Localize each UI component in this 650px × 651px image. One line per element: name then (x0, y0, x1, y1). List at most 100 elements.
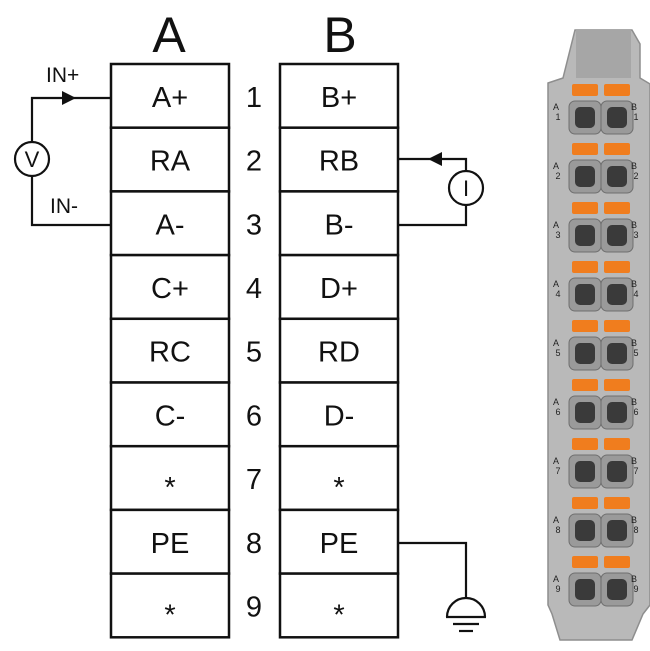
current-arrow-icon (62, 91, 76, 105)
b-terminal-7: * (278, 444, 400, 512)
connector-side-label: B (631, 338, 637, 348)
ground-connection (398, 541, 487, 633)
b-terminal-2: RB (278, 126, 400, 193)
terminal-number: 2 (246, 146, 262, 178)
push-lever-icon (604, 261, 630, 273)
wire-entry-hole (607, 107, 627, 128)
connector-side-label: B (631, 102, 637, 112)
push-lever-icon (604, 438, 630, 450)
b-terminal-label: D- (324, 400, 355, 432)
a-terminal-label: A- (156, 209, 185, 241)
connector-side-label: B (631, 279, 637, 289)
connector-side-label: A (553, 220, 559, 230)
connector-side-label: 3 (633, 230, 638, 240)
connector-side-label: B (631, 397, 637, 407)
a-terminal-label: A+ (152, 82, 188, 114)
connector-side-label: 8 (633, 525, 638, 535)
b-terminal-9: * (278, 572, 400, 639)
a-terminal-7: * (109, 444, 231, 512)
connector-side-label: 4 (633, 289, 638, 299)
a-terminal-8: PE (109, 508, 231, 575)
connector-side-label: A (553, 574, 559, 584)
connector-side-label: 7 (633, 466, 638, 476)
a-terminal-2: RA (109, 126, 231, 193)
terminal-number: 3 (246, 209, 262, 241)
push-lever-icon (572, 379, 598, 391)
b-terminal-label: * (333, 472, 344, 504)
terminal-number: 8 (246, 528, 262, 560)
push-lever-icon (604, 379, 630, 391)
push-lever-icon (604, 143, 630, 155)
connector-top-tab (576, 30, 631, 78)
voltmeter-circuit: V IN+ IN- (13, 64, 111, 227)
b-terminal-label: * (333, 599, 344, 631)
connector-side-label: B (631, 161, 637, 171)
push-lever-icon (572, 497, 598, 509)
current-source-symbol: I (463, 176, 469, 201)
b-terminal-label: D+ (320, 273, 358, 305)
push-lever-icon (572, 438, 598, 450)
push-lever-icon (604, 556, 630, 568)
wire-entry-hole (607, 579, 627, 600)
connector-side-label: 9 (555, 584, 560, 594)
a-terminal-label: PE (151, 528, 190, 560)
connector-side-label: B (631, 220, 637, 230)
a-terminal-6: C- (109, 381, 231, 448)
push-lever-icon (572, 143, 598, 155)
push-lever-icon (572, 556, 598, 568)
a-terminal-9: * (109, 572, 231, 639)
voltmeter-icon (13, 140, 51, 178)
b-terminal-label: PE (320, 528, 359, 560)
in-plus-label: IN+ (46, 64, 79, 87)
voltmeter-symbol: V (25, 147, 40, 172)
wire-entry-hole (575, 579, 595, 600)
wire-entry-hole (607, 225, 627, 246)
b-terminal-3: B- (278, 190, 400, 257)
wire-entry-hole (575, 461, 595, 482)
push-lever-icon (604, 320, 630, 332)
a-terminal-label: * (164, 472, 175, 504)
current-source-icon (447, 169, 485, 207)
a-terminal-label: RA (150, 146, 191, 178)
push-lever-icon (604, 202, 630, 214)
terminal-number: 6 (246, 400, 262, 432)
terminal-number: 9 (246, 591, 262, 623)
terminal-number: 1 (246, 82, 262, 114)
connector-side-label: A (553, 515, 559, 525)
terminal-number: 4 (246, 273, 262, 305)
connector-side-label: A (553, 279, 559, 289)
connector-side-label: 1 (633, 112, 638, 122)
push-lever-icon (604, 84, 630, 96)
a-terminal-3: A- (109, 190, 231, 257)
connector-side-label: A (553, 102, 559, 112)
b-terminal-6: D- (278, 381, 400, 448)
connector-side-label: A (553, 456, 559, 466)
wire-entry-hole (607, 520, 627, 541)
b-terminal-4: D+ (278, 253, 400, 321)
a-terminal-label: * (164, 599, 175, 631)
a-terminal-1: A+ (109, 62, 231, 129)
wire-entry-hole (575, 225, 595, 246)
wire-entry-hole (607, 402, 627, 423)
connector-side-label: A (553, 338, 559, 348)
earth-ground-icon (445, 596, 487, 633)
wire-entry-hole (607, 343, 627, 364)
wire-entry-hole (607, 284, 627, 305)
connector-side-label: B (631, 456, 637, 466)
push-lever-icon (572, 202, 598, 214)
connector-side-label: 8 (555, 525, 560, 535)
a-terminal-5: RC (109, 317, 231, 384)
b-terminal-label: B- (325, 209, 354, 241)
terminal-number: 7 (246, 464, 262, 496)
b-terminal-8: PE (278, 508, 400, 575)
wire-entry-hole (575, 107, 595, 128)
a-terminal-label: RC (149, 337, 191, 369)
a-terminal-label: C- (155, 400, 186, 432)
connector-side-label: 2 (555, 171, 560, 181)
wire-entry-hole (575, 520, 595, 541)
in-minus-label: IN- (50, 195, 78, 218)
wire-entry-hole (575, 284, 595, 305)
connector-side-label: 1 (555, 112, 560, 122)
